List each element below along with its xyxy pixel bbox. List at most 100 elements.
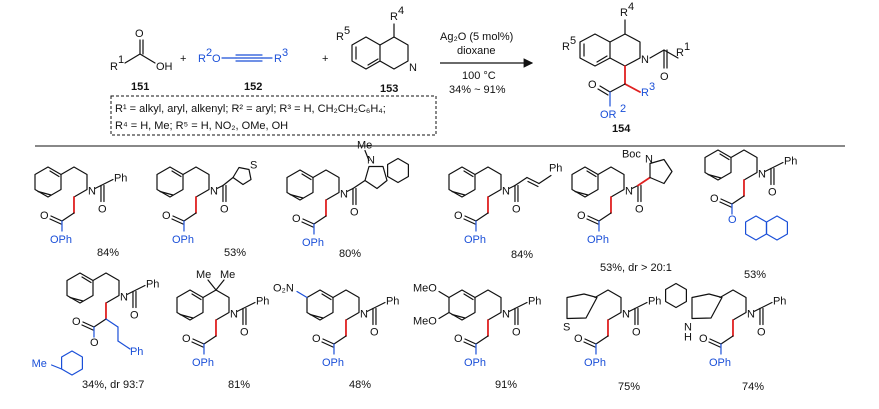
meo-label-1: MeO [413,283,437,295]
solvent-text: dioxane [457,45,496,57]
ester-oph: OPh [302,237,324,249]
compound-152-label: 152 [244,81,262,93]
p-r3-sup: 3 [649,81,655,93]
phenyl-label: Ph [648,296,661,308]
ester-o: O [454,333,463,345]
plus-sign-2: + [322,53,328,65]
yield-9: 48% [349,379,371,391]
p-r5-sup: 5 [570,35,576,47]
temperature-text: 100 °C [462,70,496,82]
p-or2-label: OR [600,109,617,121]
yield-6: 53% [744,269,766,281]
r5-sup: 5 [344,25,350,37]
gem-me-2: Me [220,269,235,281]
ester-o: O [710,193,719,205]
p-r5-label: R [562,41,570,53]
ester-oph: OPh [464,234,486,246]
ester-o: O [40,210,49,222]
p-r4-label: R [620,7,628,19]
ring-n: N [88,186,96,198]
boc-label: Boc [622,149,641,161]
meo-label-2: MeO [413,316,437,328]
methyl-label: Me [357,140,372,152]
p-r3-label: R [641,87,649,99]
phenyl-label: Ph [256,296,269,308]
p-ester-o: O [588,79,597,91]
ester-oph: OPh [587,234,609,246]
r1-label: R [110,61,118,73]
ring-n: N [625,186,633,198]
ester-oph: OPh [584,357,606,369]
reactant-152: R 2 O R 3 152 [198,47,288,93]
tolyl-me: Me [32,358,47,370]
ring-n: N [758,169,766,181]
ether-o: O [212,53,221,65]
acyl-o: O [512,204,521,216]
ester-o: O [162,210,171,222]
substrate-scope: NOPhOOPh84%NOSOOPh53%NONMeOOPh80%NOPhOOP… [32,140,798,394]
ring-n: N [622,309,630,321]
ring-n: N [502,309,510,321]
phenyl-label: Ph [784,156,797,168]
proline-n: N [645,154,653,166]
thiophene-s: S [563,322,570,334]
nitro-label: O₂N [273,283,294,295]
yield-8: 81% [228,379,250,391]
yield-range-text: 34% ~ 91% [449,84,506,96]
reactant-153: R 4 R 5 N 153 [336,5,417,95]
p-r1-sup: 1 [684,41,690,53]
r4-sup: 4 [398,5,404,17]
ester-oph: OPh [192,357,214,369]
indole-n: N [367,155,375,167]
ester-oph: OPh [322,357,344,369]
ester-o: O [577,210,586,222]
acyl-o: O [130,310,139,322]
reactant-151: O R 1 OH 151 [110,28,173,93]
p-amide-o: O [660,71,669,83]
p-r1-label: R [676,47,684,59]
phenyl-label: Ph [146,279,159,291]
product-154: R 4 R 5 N O R 1 R 3 O OR 2 154 [562,1,690,135]
r3-label: R [274,53,282,65]
ether-o: O [728,214,737,226]
yield-3: 80% [339,248,361,260]
yield-11: 75% [618,381,640,393]
acyl-o: O [350,207,359,219]
scope-line-1: R¹ = alkyl, aryl, alkenyl; R² = aryl; R³… [115,103,386,115]
yield-2: 53% [224,247,246,259]
yield-7: 34%, dr 93:7 [82,379,144,391]
reaction-arrow: Ag₂O (5 mol%) dioxane 100 °C 34% ~ 91% [440,31,534,96]
r4-label: R [390,11,398,23]
phenyl-label: Ph [549,163,562,175]
ring-n: N [120,292,128,304]
r2-sup: 2 [206,47,212,59]
ester-o: O [72,316,81,328]
indole-h: H [684,332,692,344]
phenyl-label: Ph [528,296,541,308]
acyl-o: O [98,204,107,216]
ester-o: O [574,333,583,345]
ester-o: O [699,333,708,345]
ester-oph: OPh [50,234,72,246]
phenyl-label: Ph [386,296,399,308]
r3-sup: 3 [282,47,288,59]
plus-sign-1: + [180,53,186,65]
acyl-o: O [512,327,521,339]
compound-153-label: 153 [380,83,398,95]
oh-label: OH [156,61,173,73]
phenyl-label: Ph [114,173,127,185]
p-or2-sup: 2 [620,103,626,115]
ester-o: O [454,210,463,222]
ester-o: O [312,333,321,345]
acyl-o: O [757,327,766,339]
p-r4-sup: 4 [628,1,634,13]
